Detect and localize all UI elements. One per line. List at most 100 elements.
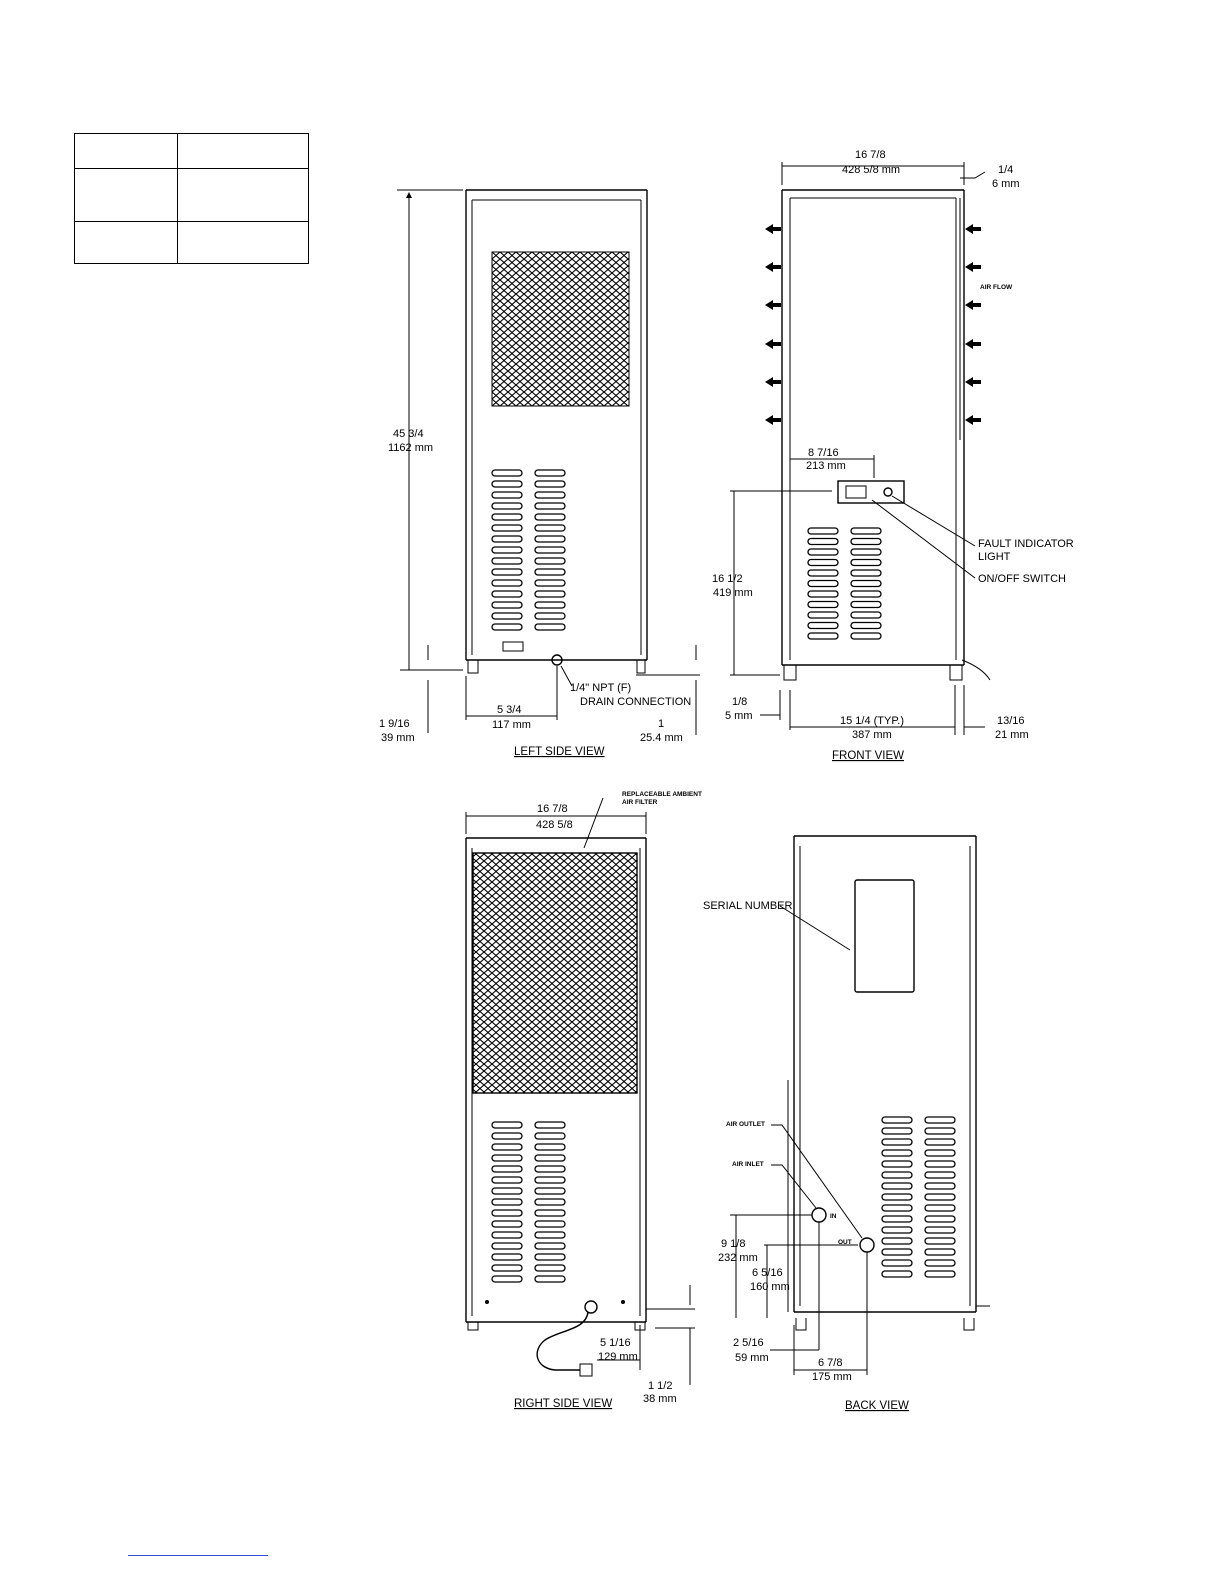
left-foot-mm: 39 mm <box>381 732 415 744</box>
louver-slot <box>491 1209 523 1217</box>
louver-slot <box>534 535 566 543</box>
louver-slot <box>491 1121 523 1129</box>
airflow-arrow-icon <box>765 262 781 272</box>
louver-slot <box>491 1242 523 1250</box>
louver-slot <box>850 558 882 567</box>
front-feet-in: 15 1/4 (TYP.) <box>840 715 904 727</box>
louver-slot <box>534 590 566 598</box>
front-louvers <box>807 527 882 640</box>
front-left-off-mm: 5 mm <box>725 710 753 722</box>
air-inlet-label: AIR INLET <box>732 1161 764 1168</box>
louver-slot <box>491 1264 523 1272</box>
louver-slot <box>491 612 523 620</box>
louver-slot <box>534 1198 566 1206</box>
right-width-mm: 428 5/8 <box>536 819 573 831</box>
louver-slot <box>491 1198 523 1206</box>
power-cord-entry <box>584 1300 598 1314</box>
left-base-mm: 25.4 mm <box>640 732 683 744</box>
louver-slot <box>534 1253 566 1261</box>
air-filter-mesh <box>472 852 638 1094</box>
right-width-in: 16 7/8 <box>537 803 568 815</box>
louver-slot <box>534 1264 566 1272</box>
louver-slot <box>924 1193 956 1201</box>
airflow-arrow-icon <box>965 300 981 310</box>
louver-slot <box>491 1220 523 1228</box>
louver-slot <box>924 1226 956 1234</box>
louver-slot <box>534 524 566 532</box>
louver-slot <box>491 546 523 554</box>
airflow-arrow-icon <box>765 377 781 387</box>
louver-slot <box>850 527 882 535</box>
louver-slot <box>924 1127 956 1135</box>
back-outlet-h-mm: 160 mm <box>750 1281 790 1293</box>
power-plug <box>579 1363 593 1377</box>
back-view: SERIAL NUMBER IN OUT AIR OUTLET AIR INLE… <box>703 835 990 1412</box>
back-side-mm: 59 mm <box>735 1352 769 1364</box>
louver-slot <box>534 623 566 631</box>
front-view: 16 7/8 428 5/8 mm 1/4 6 mm AIR FLOW 8 7/… <box>712 149 1074 762</box>
back-inlet-h-in: 9 1/8 <box>721 1238 745 1250</box>
louver-slot <box>881 1116 913 1124</box>
right-louvers <box>491 1121 566 1283</box>
front-right-off-in: 13/16 <box>997 715 1025 727</box>
inlet-tag: IN <box>830 1213 837 1220</box>
louver-slot <box>881 1160 913 1168</box>
filter-label-1: REPLACEABLE AMBIENT <box>622 791 702 798</box>
front-panel-in: 8 7/16 <box>808 447 839 459</box>
louver-slot <box>491 1231 523 1239</box>
louver-slot <box>534 469 566 477</box>
louver-slot <box>534 513 566 521</box>
louver-slot <box>881 1237 913 1245</box>
louver-slot <box>924 1204 956 1212</box>
louver-slot <box>881 1182 913 1190</box>
louver-slot <box>807 621 839 630</box>
louver-slot <box>807 527 839 535</box>
louver-slot <box>534 1275 566 1283</box>
louver-slot <box>491 623 523 631</box>
front-panel-mm: 213 mm <box>806 460 846 472</box>
upper-grille <box>491 251 630 407</box>
louver-slot <box>850 569 882 577</box>
louver-slot <box>534 502 566 510</box>
louver-slot <box>534 1220 566 1228</box>
louver-slot <box>881 1259 913 1267</box>
on-off-switch <box>845 485 867 499</box>
front-feet-mm: 387 mm <box>852 729 892 741</box>
left-drain-in: 5 3/4 <box>497 704 521 716</box>
right-side-view-title: RIGHT SIDE VIEW <box>514 1398 612 1410</box>
spec-cell <box>177 221 309 264</box>
louver-slot <box>491 1253 523 1261</box>
louver-slot <box>534 612 566 620</box>
spec-cell <box>74 221 178 264</box>
serial-label: SERIAL NUMBER <box>703 900 793 912</box>
back-view-title: BACK VIEW <box>845 1400 909 1412</box>
louver-slot <box>491 1176 523 1184</box>
screw <box>621 1300 625 1304</box>
back-inlet-h-mm: 232 mm <box>718 1252 758 1264</box>
louver-slot <box>850 621 882 630</box>
front-width-mm: 428 5/8 mm <box>842 164 900 176</box>
louver-slot <box>881 1193 913 1201</box>
louver-slot <box>850 590 882 598</box>
louver-slot <box>850 537 882 546</box>
louver-slot <box>534 1209 566 1217</box>
louver-slot <box>807 569 839 577</box>
louver-slot <box>881 1248 913 1256</box>
louver-slot <box>534 1143 566 1151</box>
louver-slot <box>850 611 882 619</box>
louver-slot <box>924 1215 956 1223</box>
airflow-arrow-icon <box>965 262 981 272</box>
air-flow-label: AIR FLOW <box>980 284 1013 291</box>
back-side-in: 2 5/16 <box>733 1337 764 1349</box>
louver-slot <box>491 568 523 576</box>
louver-slot <box>534 1242 566 1250</box>
louver-slot <box>534 601 566 609</box>
louver-slot <box>807 611 839 619</box>
left-height-mm: 1162 mm <box>388 442 433 454</box>
louver-slot <box>807 537 839 546</box>
louver-slot <box>534 480 566 488</box>
fault-indicator-light <box>883 487 893 497</box>
louver-slot <box>491 524 523 532</box>
louver-slot <box>534 1121 566 1129</box>
